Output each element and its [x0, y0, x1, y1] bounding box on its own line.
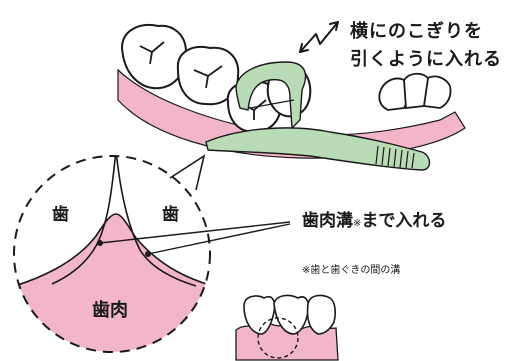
- magnified-tooth-left-label: 歯: [52, 207, 69, 224]
- instruction-line-2: 引くように入れる: [350, 51, 502, 69]
- molar-1: [122, 25, 186, 88]
- zigzag-double-arrow-icon: [300, 22, 338, 52]
- sulcus-callout: 歯肉溝※まで入れる: [302, 213, 446, 230]
- footnote: ※歯と歯ぐきの間の溝: [302, 266, 400, 276]
- teeth-with-floss-illustration: [118, 25, 465, 170]
- magnified-gum-label: 歯肉: [92, 302, 128, 320]
- front-tooth-3: [424, 76, 451, 108]
- sulcus-callout-label: 歯肉溝: [302, 211, 353, 231]
- lower-teeth-thumbnail: [236, 296, 338, 360]
- sulcus-callout-suffix: まで入れる: [361, 211, 446, 231]
- magnified-view: [0, 150, 230, 361]
- magnified-tooth-right-label: 歯: [162, 207, 179, 224]
- instruction-line-1: 横にのこぎりを: [350, 23, 483, 41]
